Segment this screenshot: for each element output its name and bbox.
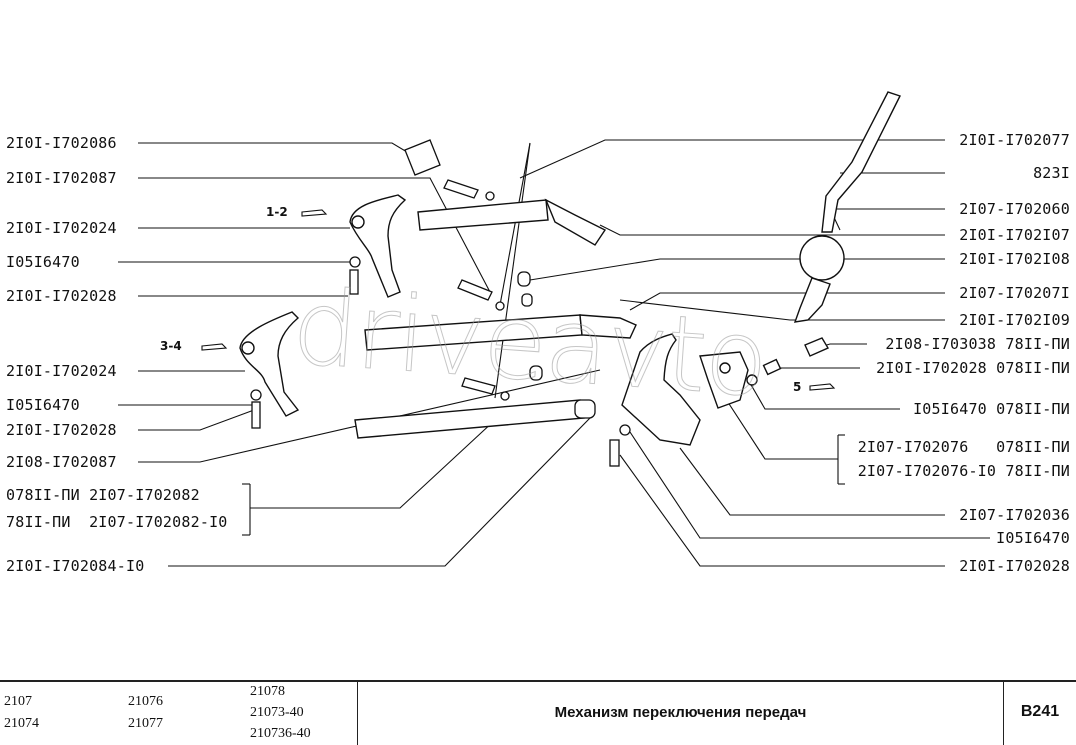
label-right-12: 2I07-I702076-I0 78II-ПИ: [857, 462, 1070, 480]
footer-divider: [1003, 682, 1004, 745]
label-left-8: 2I0I-I702028: [6, 421, 117, 439]
model-21074: 21074: [4, 716, 39, 731]
gear-lever: [793, 91, 901, 323]
model-21077: 21077: [128, 716, 163, 731]
label-right-6: 2I07-I70207I: [959, 284, 1070, 302]
label-left-3: 2I0I-I702024: [6, 219, 117, 237]
label-left-2: 2I0I-I702087: [6, 169, 117, 187]
diagram-drawing: [118, 91, 990, 567]
label-right-5: 2I0I-I702I08: [959, 250, 1070, 268]
label-right-13: 2I07-I702036: [959, 506, 1070, 524]
label-left-11: 78II-ПИ 2I07-I702082-I0: [6, 513, 228, 531]
footer: 2107 21074 21076 21077 21078 21073-40 21…: [0, 680, 1076, 745]
leader-lines: [118, 139, 990, 567]
model-2107: 2107: [4, 694, 32, 709]
label-right-11: 2I07-I702076 078II-ПИ: [857, 438, 1070, 456]
rods: [354, 198, 637, 439]
page-code: В241: [1020, 703, 1060, 720]
label-right-4: 2I0I-I702I07: [959, 226, 1070, 244]
label-left-1: 2I0I-I702086: [6, 134, 117, 152]
page-title: Механизм переключения передач: [554, 704, 807, 721]
label-left-10: 078II-ПИ 2I07-I702082: [6, 486, 200, 504]
gear-markers: [201, 209, 836, 391]
gear-label-3-4: 3-4: [160, 339, 182, 353]
label-right-10: I05I6470 078II-ПИ: [913, 400, 1070, 418]
label-right-3: 2I07-I702060: [959, 200, 1070, 218]
footer-divider: [357, 682, 358, 745]
label-right-15: 2I0I-I702028: [959, 557, 1070, 575]
model-21078: 21078: [250, 684, 285, 699]
label-right-8: 2I08-I703038 78II-ПИ: [885, 335, 1070, 353]
fork-5-lever: [621, 333, 830, 446]
model-21073-40: 21073-40: [250, 705, 304, 720]
model-21076: 21076: [128, 694, 163, 709]
label-left-9: 2I08-I702087: [6, 453, 117, 471]
label-right-9: 2I0I-I702028 078II-ПИ: [876, 359, 1070, 377]
fork-1-2: [349, 194, 407, 298]
gear-label-1-2: 1-2: [266, 205, 288, 219]
label-right-2: 823I: [1033, 164, 1070, 182]
model-210736-40: 210736-40: [250, 726, 311, 741]
label-left-12: 2I0I-I702084-I0: [6, 557, 145, 575]
label-left-4: I05I6470: [6, 253, 80, 271]
label-left-5: 2I0I-I702028: [6, 287, 117, 305]
label-right-7: 2I0I-I702I09: [959, 311, 1070, 329]
label-left-7: I05I6470: [6, 396, 80, 414]
small-parts: [250, 139, 631, 467]
gear-label-5: 5: [793, 380, 802, 394]
label-left-6: 2I0I-I702024: [6, 362, 117, 380]
fork-3-4: [239, 311, 300, 417]
label-right-1: 2I0I-I702077: [959, 131, 1070, 149]
parts-diagram: driveavto 2I0I-I702086 2I0I-I702087 2I0I…: [6, 91, 1070, 575]
label-right-14: I05I6470: [996, 529, 1070, 547]
